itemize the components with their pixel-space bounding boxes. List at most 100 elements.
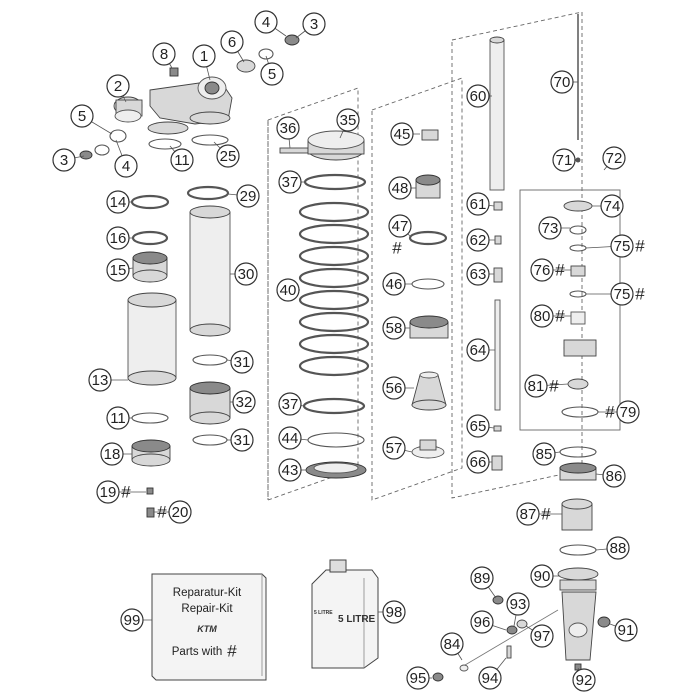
callout-hash-79: # [605, 403, 615, 422]
callout-number-84: 84 [444, 636, 461, 653]
callout-number-99: 99 [124, 612, 141, 629]
callout-circle-56 [382, 376, 406, 400]
callout-number-46: 46 [386, 276, 403, 293]
callout-circle-37 [278, 392, 302, 416]
callout-number-32: 32 [236, 394, 253, 411]
callout-circle-76 [530, 258, 554, 282]
callout-number-47: 47 [392, 218, 409, 235]
callout-circle-65 [466, 414, 490, 438]
callout-circle-13 [88, 368, 112, 392]
callout-circle-66 [466, 450, 490, 474]
callout-number-71: 71 [556, 152, 573, 169]
callout-circle-46 [382, 272, 406, 296]
cartridge-parts [557, 14, 611, 671]
callout-circle-81 [524, 374, 548, 398]
callout-number-48: 48 [392, 180, 409, 197]
callout-number-43: 43 [282, 462, 299, 479]
callout-circle-97 [530, 624, 554, 648]
callout-number-2: 2 [114, 78, 122, 95]
callout-number-60: 60 [470, 88, 487, 105]
callout-number-76: 76 [534, 262, 551, 279]
callout-circle-63 [466, 262, 490, 286]
callout-number-37: 37 [282, 174, 299, 191]
callouts: 12334455681111131415161819#20#2529303131… [52, 10, 645, 692]
callout-circle-79 [616, 400, 640, 424]
callout-circle-93 [506, 592, 530, 616]
callout-circle-57 [382, 436, 406, 460]
callout-circle-73 [538, 216, 562, 240]
callout-number-85: 85 [536, 446, 553, 463]
callout-circle-30 [234, 262, 258, 286]
callout-number-94: 94 [482, 670, 499, 687]
callout-hash-19: # [121, 483, 131, 502]
callout-circle-29 [236, 184, 260, 208]
callout-circle-88 [606, 536, 630, 560]
kit-box-line1: Reparatur-Kit [173, 587, 242, 599]
callout-number-30: 30 [238, 266, 255, 283]
adjuster-parts [432, 595, 559, 682]
callout-circle-80 [530, 304, 554, 328]
callout-circle-15 [106, 258, 130, 282]
callout-circle-4 [254, 10, 278, 34]
oil-can: 5 LITRE 5 LITRE [311, 559, 379, 669]
callout-circle-89 [470, 566, 494, 590]
callout-circle-44 [278, 426, 302, 450]
callout-hash-47: # [392, 239, 402, 258]
callout-circle-95 [406, 666, 430, 690]
callout-circle-98 [382, 600, 406, 624]
callout-number-66: 66 [470, 454, 487, 471]
callout-circle-14 [106, 190, 130, 214]
callout-number-87: 87 [520, 506, 537, 523]
callout-circle-8 [152, 42, 176, 66]
callout-circle-31 [230, 350, 254, 374]
callout-circle-11 [170, 148, 194, 172]
callout-circle-20 [168, 500, 192, 524]
callout-circle-47 [388, 214, 412, 238]
callout-number-98: 98 [386, 604, 403, 621]
callout-number-31: 31 [234, 432, 251, 449]
callout-number-92: 92 [576, 672, 593, 689]
oil-can-small-label: 5 LITRE [314, 610, 333, 616]
callout-number-11: 11 [174, 152, 190, 169]
callout-number-5: 5 [268, 66, 276, 83]
callout-number-19: 19 [100, 484, 117, 501]
callout-circle-37 [278, 170, 302, 194]
kit-box-line2: Repair-Kit [181, 603, 233, 615]
callout-number-4: 4 [262, 14, 270, 31]
callout-circle-96 [470, 610, 494, 634]
callout-circle-2 [106, 74, 130, 98]
callout-number-40: 40 [280, 282, 297, 299]
callout-circle-5 [70, 104, 94, 128]
callout-circle-4 [114, 154, 138, 178]
callout-circle-86 [602, 464, 626, 488]
callout-circle-75 [610, 234, 634, 258]
callout-circle-87 [516, 502, 540, 526]
callout-circle-1 [192, 44, 216, 68]
callout-number-45: 45 [394, 126, 411, 143]
callout-circle-90 [530, 564, 554, 588]
callout-circle-91 [614, 618, 638, 642]
callout-circle-36 [276, 116, 300, 140]
callout-number-6: 6 [228, 34, 236, 51]
callout-number-61: 61 [470, 196, 487, 213]
callout-circle-6 [220, 30, 244, 54]
callout-number-75: 75 [614, 286, 631, 303]
callout-circle-75 [610, 282, 634, 306]
callout-number-72: 72 [606, 150, 623, 167]
callout-circle-92 [572, 668, 596, 692]
spring-coils [298, 201, 370, 377]
callout-number-1: 1 [200, 48, 208, 65]
valve-stack-parts [408, 129, 449, 459]
callout-circle-45 [390, 122, 414, 146]
callout-number-58: 58 [386, 320, 403, 337]
callout-number-16: 16 [110, 230, 127, 247]
callout-number-3: 3 [310, 16, 318, 33]
callout-number-64: 64 [470, 342, 487, 359]
oil-can-label: 5 LITRE [338, 614, 376, 625]
callout-circle-70 [550, 70, 574, 94]
callout-number-75: 75 [614, 238, 631, 255]
callout-circle-71 [552, 148, 576, 172]
callout-number-91: 91 [618, 622, 635, 639]
callout-hash-76: # [555, 261, 565, 280]
callout-number-18: 18 [104, 446, 121, 463]
